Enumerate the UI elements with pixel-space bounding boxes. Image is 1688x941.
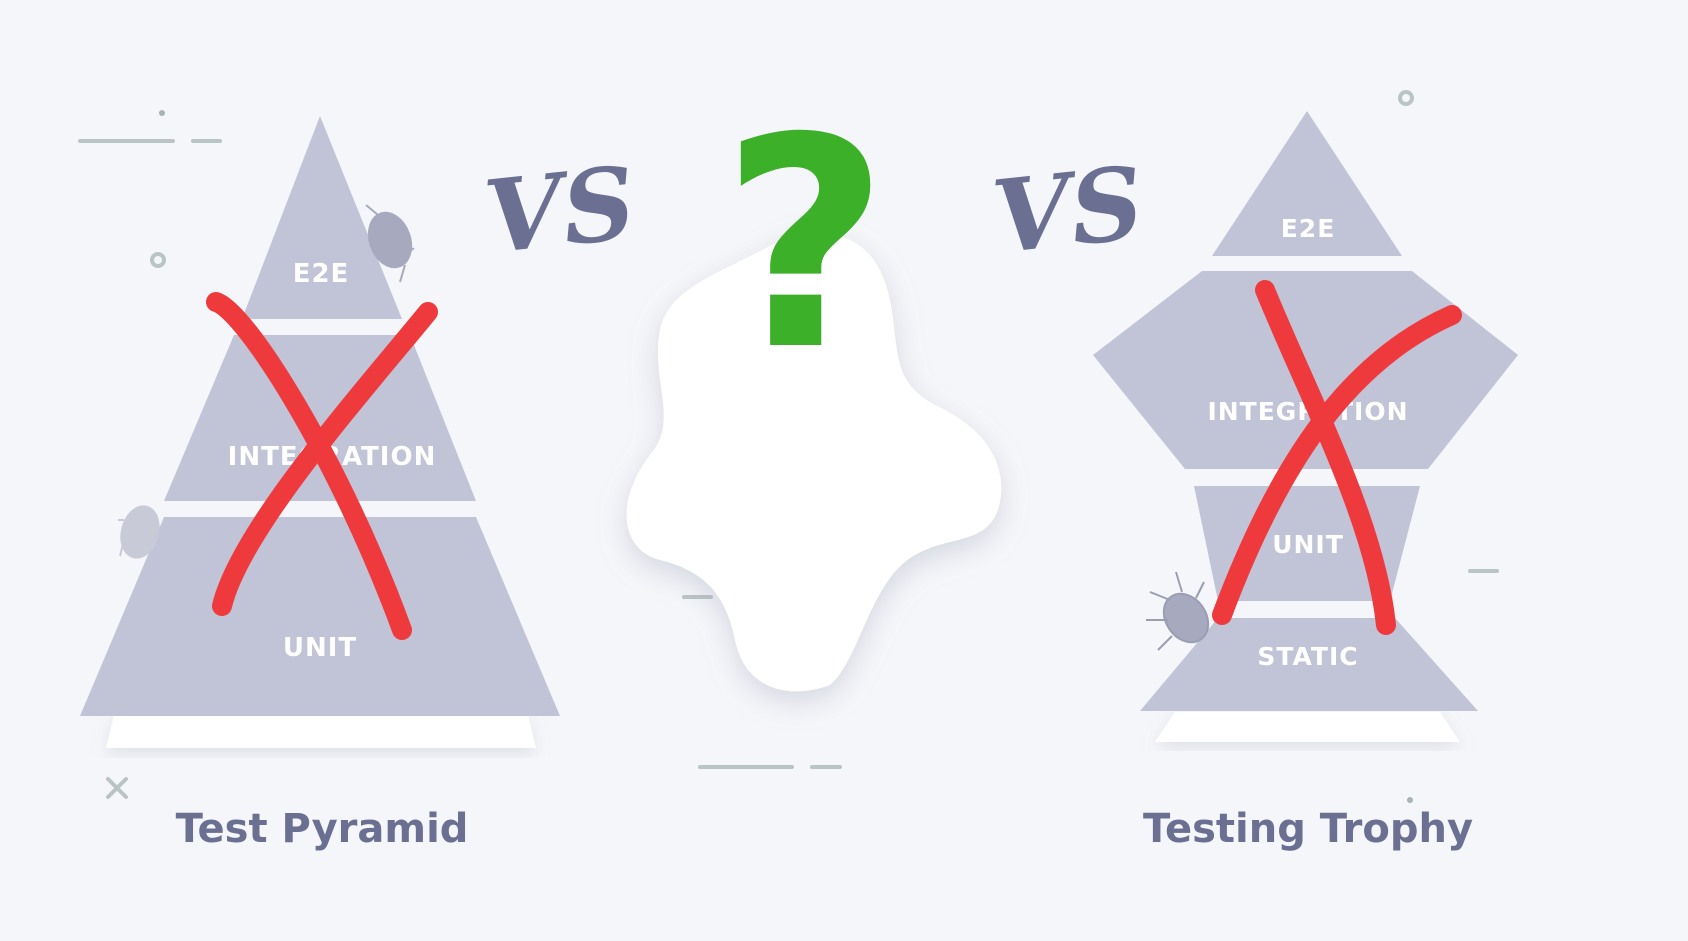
bug-icon: [118, 505, 160, 559]
circle-icon: [150, 252, 166, 268]
trophy-label-unit: UNIT: [1272, 530, 1344, 559]
pyramid-layer-e2e: [242, 116, 402, 319]
circle-icon: [1398, 90, 1414, 106]
pyramid-label-e2e: E2E: [293, 259, 350, 289]
blob-shape: [626, 232, 1002, 692]
decor-dot: [159, 110, 165, 116]
trophy-caption: Testing Trophy: [1143, 806, 1473, 852]
test-pyramid: E2E INTEGRATION UNIT Test Pyramid: [80, 116, 560, 852]
pyramid-layer-integration: [164, 335, 476, 501]
pyramid-layer-unit: [80, 517, 560, 716]
trophy-label-static: STATIC: [1257, 642, 1358, 671]
close-icon: [106, 777, 128, 799]
decorations: [78, 90, 1499, 803]
pyramid-cross-mark: [206, 292, 438, 640]
question-blob: ?: [626, 77, 1002, 692]
bug-icon: [365, 204, 415, 283]
trophy-label-e2e: E2E: [1281, 214, 1336, 243]
trophy-base: [1155, 712, 1460, 742]
bug-icon: [1146, 571, 1210, 651]
trophy-layer-e2e: [1212, 111, 1402, 256]
question-mark-icon: ?: [721, 77, 889, 414]
pyramid-label-unit: UNIT: [283, 633, 357, 663]
vs-label-left: VS: [479, 143, 640, 276]
decor-dot: [1407, 797, 1413, 803]
trophy-cross-mark: [1212, 280, 1462, 635]
vs-label-right: VS: [987, 143, 1148, 276]
testing-trophy: E2E INTEGRATION UNIT STATIC Testing Trop…: [1093, 111, 1518, 852]
pyramid-caption: Test Pyramid: [176, 806, 469, 852]
pyramid-base: [106, 715, 536, 748]
trophy-layer-static: [1140, 618, 1478, 711]
